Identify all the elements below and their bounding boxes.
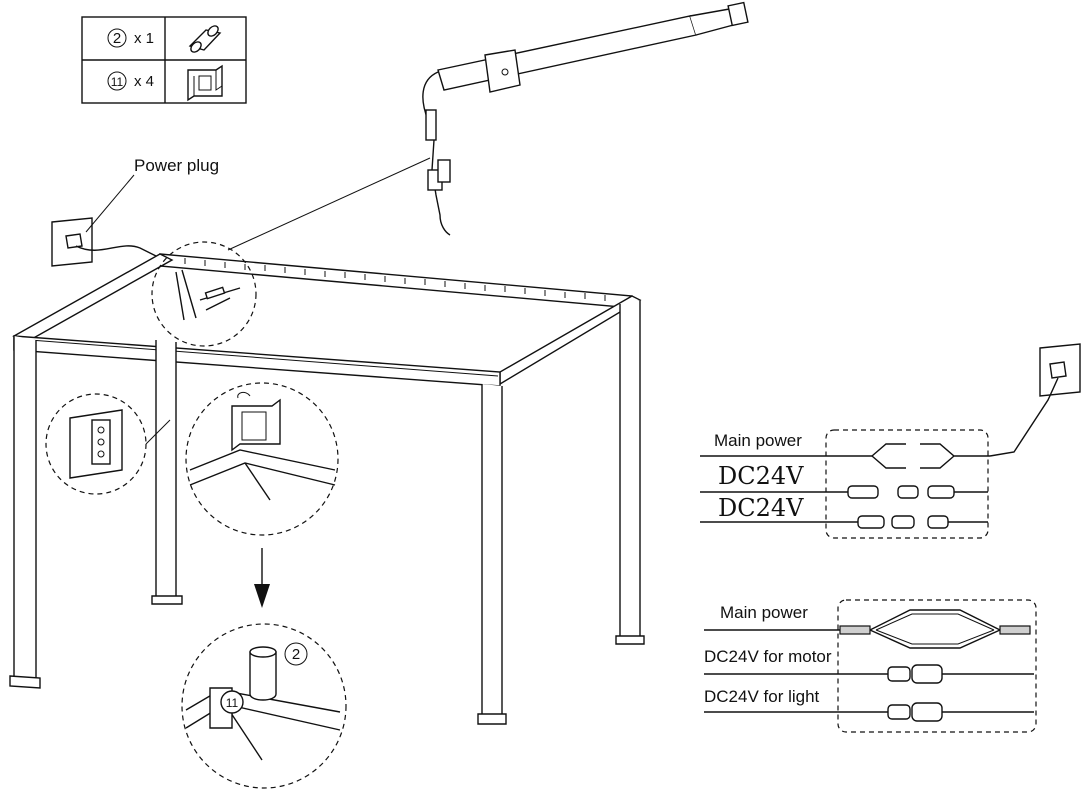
connector-icon [911, 664, 943, 684]
parts-row-1-quantity: x 1 [134, 30, 154, 47]
connector-icon [911, 702, 943, 722]
linear-actuator-motor [422, 1, 749, 236]
parts-row-2-quantity: x 4 [134, 73, 154, 90]
leader-line [227, 157, 431, 251]
corner-wiring [151, 241, 257, 347]
control-switch-icon [91, 419, 111, 465]
part-number-circle [107, 71, 127, 91]
connector-icon [891, 515, 915, 529]
part-number-circle [107, 28, 127, 48]
switch-panel-detail [45, 393, 171, 495]
bracket-detail-top [185, 382, 339, 536]
connector-icon [847, 485, 879, 499]
wiring-box-1 [825, 429, 989, 539]
dc24v-label-1: DC24V [718, 462, 804, 490]
detail-part-2-number: 2 [292, 646, 300, 663]
u-bracket-icon [187, 64, 223, 102]
detail-part-11-number: 11 [226, 696, 239, 710]
cylinder-cap-icon [188, 25, 222, 53]
parts-row-2-number: 11 [111, 75, 124, 89]
main-power-label-1: Main power [714, 431, 802, 450]
wiring-diagram-1: Main power DC24V DC24V [700, 343, 1081, 539]
pergola-frame [9, 253, 645, 725]
bracket-detail-bottom: 2 11 [181, 623, 347, 789]
main-power-label-2: Main power [720, 603, 808, 622]
parts-row-1-number: 2 [113, 30, 121, 47]
parts-table: 2 x 1 11 x 4 [81, 16, 247, 104]
connector-icon [927, 485, 955, 499]
connector-icon [857, 515, 885, 529]
connector-icon [887, 704, 911, 720]
wiring-box-2 [837, 599, 1037, 733]
wiring-diagram-2: Main power DC24V for motor DC24V for lig… [704, 599, 1037, 733]
part-11-callout [220, 690, 244, 714]
part-2-callout [284, 642, 308, 666]
dc24v-label-2: DC24V [718, 494, 804, 522]
wall-socket [51, 217, 161, 267]
connector-icon [897, 485, 919, 499]
down-arrow-icon [254, 548, 270, 608]
connector-icon [927, 515, 949, 529]
dc24v-motor-label: DC24V for motor [704, 647, 832, 666]
power-plug-leader [85, 174, 135, 233]
power-plug-label: Power plug [134, 156, 219, 175]
dc24v-light-label: DC24V for light [704, 687, 820, 706]
connector-icon [887, 666, 911, 682]
